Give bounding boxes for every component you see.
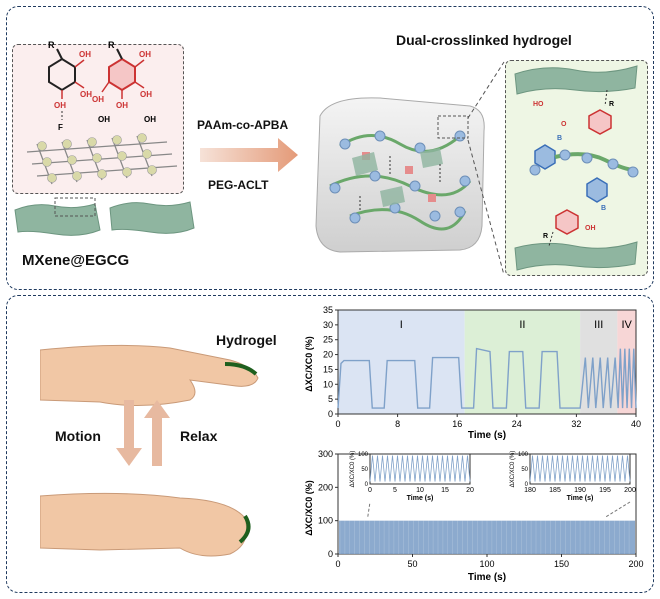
b-label-bottom: B	[601, 205, 606, 212]
zone-label-4: IV	[621, 319, 632, 331]
x-axis-label: Time (s)	[468, 430, 506, 441]
x-tick-label: 0	[335, 559, 340, 569]
top-panel	[6, 6, 654, 290]
inset-y-tick: 100	[358, 452, 369, 458]
r-label-top: R	[609, 101, 614, 108]
x-tick-label: 0	[335, 419, 340, 429]
molecule-diagram: R OH OH OH F R OH OH OH OH OH OH	[26, 40, 178, 185]
inset-x-tick: 190	[574, 487, 586, 494]
inset-x-tick: 200	[624, 487, 636, 494]
zone-label-2: II	[519, 319, 525, 331]
crosslink-detail: R HO O B B O OH R	[514, 65, 639, 271]
inset-y-label: ΔXC/XC0 (%)	[510, 451, 516, 488]
bottom-panel	[6, 295, 654, 593]
hydrogel-title: Dual-crosslinked hydrogel	[396, 32, 572, 48]
oh-label-6: OH	[92, 95, 104, 104]
series-line	[337, 347, 637, 409]
inset-y-tick: 100	[518, 452, 529, 458]
reagent-bottom: PEG-ACLT	[208, 178, 269, 192]
inset-line	[369, 455, 471, 482]
y-tick-label: 10	[323, 379, 333, 389]
r-label-bottom: R	[543, 233, 548, 240]
inset-y-tick: 0	[525, 482, 529, 488]
inset-x-tick: 185	[549, 487, 561, 494]
y-tick-label: 100	[318, 516, 333, 526]
x-tick-label: 8	[395, 419, 400, 429]
oh-label-7: OH	[116, 101, 128, 110]
hand-straight	[40, 344, 259, 407]
inset-x-tick: 15	[441, 487, 449, 494]
inset-y-tick: 50	[521, 467, 528, 473]
oh-label-1: OH	[79, 50, 91, 59]
oh-label-2: OH	[80, 90, 92, 99]
y-tick-label: 5	[328, 394, 333, 404]
mxene-sheets	[14, 197, 195, 236]
hand-fist	[40, 492, 251, 557]
ho-label-top: HO	[533, 101, 544, 108]
inset-pointer	[605, 501, 631, 518]
y-tick-label: 0	[328, 549, 333, 559]
zone-label-3: III	[594, 319, 603, 331]
x-axis-label-2: Time (s)	[468, 572, 506, 583]
inset-x-tick: 0	[368, 487, 372, 494]
y-axis-label: ΔXC/XC0 (%)	[304, 336, 314, 391]
r-label-right: R	[108, 40, 115, 50]
inset-x-tick: 180	[524, 487, 536, 494]
inset-y-label: ΔXC/XC0 (%)	[350, 451, 356, 488]
oh-label-4: OH	[139, 50, 151, 59]
inset-x-tick: 10	[416, 487, 424, 494]
zone-2	[464, 310, 581, 414]
zoom-lines	[467, 61, 505, 276]
relax-label: Relax	[180, 428, 218, 444]
y-tick-label: 300	[318, 449, 333, 459]
inset-x-label: Time (s)	[407, 495, 434, 502]
x-tick-label: 24	[512, 419, 522, 429]
mxene-label: MXene@EGCG	[22, 252, 130, 269]
o-label-top: O	[561, 121, 567, 128]
y-axis-label-2: ΔXC/XC0 (%)	[304, 480, 314, 535]
y-tick-label: 25	[323, 335, 333, 345]
inset-line	[529, 455, 631, 482]
oh-label-8: OH	[98, 115, 110, 124]
zone-label-1: I	[400, 319, 403, 331]
inset-x-tick: 195	[599, 487, 611, 494]
y-tick-label: 200	[318, 482, 333, 492]
inset-pointer	[367, 501, 371, 517]
r-label-left: R	[48, 40, 55, 50]
inset-x-tick: 20	[466, 487, 474, 494]
inset-x-tick: 5	[393, 487, 397, 494]
f-label: F	[58, 123, 63, 132]
inset-x-label: Time (s)	[567, 495, 594, 502]
x-tick-label: 40	[631, 419, 641, 429]
x-tick-label: 100	[479, 559, 494, 569]
reagent-top: PAAm-co-APBA	[197, 118, 289, 132]
x-tick-label: 150	[554, 559, 569, 569]
signal-band	[339, 520, 635, 554]
hydrogel-network	[315, 97, 485, 253]
zone-1	[338, 310, 465, 414]
x-tick-label: 16	[452, 419, 462, 429]
reaction-arrow	[200, 138, 298, 172]
oh-label-9: OH	[144, 115, 156, 124]
y-tick-label: 35	[323, 305, 333, 315]
inset-y-tick: 50	[361, 467, 368, 473]
y-tick-label: 20	[323, 350, 333, 360]
hydrogel-label: Hydrogel	[216, 332, 277, 348]
x-tick-label: 50	[407, 559, 417, 569]
x-tick-label: 200	[628, 559, 643, 569]
oh-label-5: OH	[140, 90, 152, 99]
inset-y-tick: 0	[365, 482, 369, 488]
x-tick-label: 32	[571, 419, 581, 429]
motion-relax-arrows	[116, 400, 170, 466]
oh-label-3: OH	[54, 101, 66, 110]
y-tick-label: 15	[323, 364, 333, 374]
motion-label: Motion	[55, 428, 101, 444]
y-tick-label: 30	[323, 320, 333, 330]
oh-label-bottom: OH	[585, 225, 596, 232]
y-tick-label: 0	[328, 409, 333, 419]
b-label-top: B	[557, 135, 562, 142]
